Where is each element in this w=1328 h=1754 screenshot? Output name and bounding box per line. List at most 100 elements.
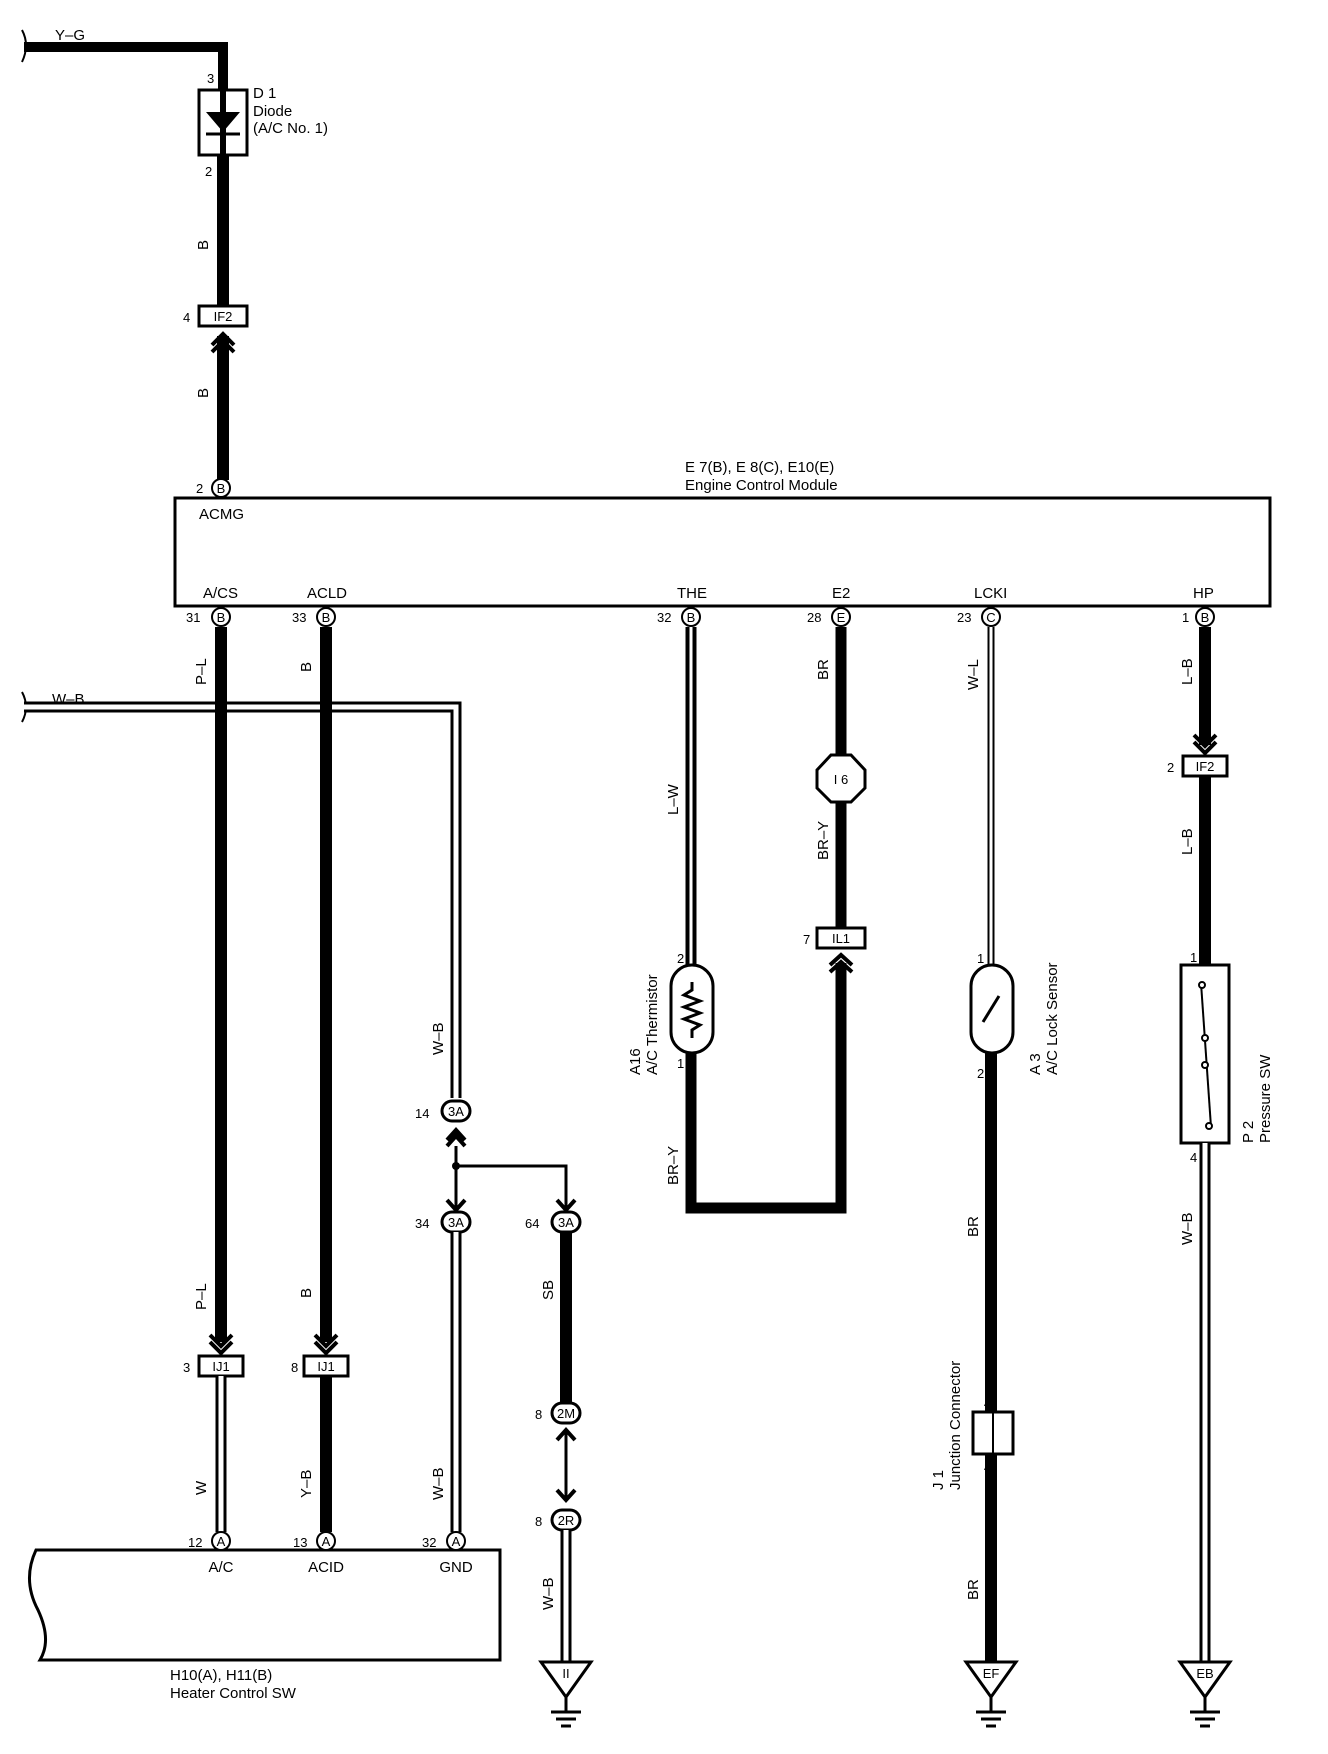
- svg-text:64: 64: [525, 1216, 539, 1231]
- svg-text:A: A: [217, 1534, 226, 1549]
- heater-control-switch: A 12 A/C A 13 ACID A 32 GND H10(A), H11(…: [27, 1531, 502, 1702]
- svg-text:IF2: IF2: [1196, 759, 1215, 774]
- svg-text:12: 12: [188, 1535, 202, 1550]
- svg-text:32: 32: [657, 610, 671, 625]
- connector-il1: [815, 926, 867, 950]
- wire-color-lw: L–W: [665, 783, 682, 815]
- wire-color-lb-lower: L–B: [1179, 828, 1196, 855]
- svg-text:1: 1: [977, 951, 984, 966]
- svg-text:B: B: [1201, 610, 1210, 625]
- wire-color-b-acld-upper: B: [298, 662, 315, 672]
- svg-text:B: B: [687, 610, 696, 625]
- svg-text:3: 3: [183, 1360, 190, 1375]
- svg-text:8: 8: [535, 1407, 542, 1422]
- wire-color-yg: Y–G: [55, 27, 85, 44]
- svg-text:31: 31: [186, 610, 200, 625]
- acs-circuit: P–L P–L IJ1 3 W: [183, 627, 245, 1532]
- ground-eb: EB: [1177, 1660, 1233, 1728]
- a3-name: A/C Lock Sensor: [1044, 962, 1061, 1075]
- svg-text:B: B: [322, 610, 331, 625]
- svg-text:23: 23: [957, 610, 971, 625]
- d1-name: Diode: [253, 103, 292, 120]
- connector-i6: I 6: [815, 753, 867, 804]
- pin-acs-name: A/CS: [203, 585, 238, 602]
- pin-acmg-name: ACMG: [199, 506, 244, 523]
- wire-color-wb-p2: W–B: [1179, 1212, 1196, 1245]
- p2-ref: P 2: [1240, 1121, 1257, 1143]
- pin-e2-name: E2: [832, 585, 850, 602]
- junction-dot: [452, 1162, 460, 1170]
- svg-text:II: II: [562, 1666, 569, 1681]
- pin-lcki: C 23: [957, 607, 1001, 627]
- ground-ii: II: [538, 1660, 594, 1728]
- d1-pin-in: 3: [207, 71, 214, 86]
- resistor-symbol: [679, 982, 705, 1038]
- connector-3a-34: 3A 34: [415, 1210, 472, 1234]
- svg-text:IL1: IL1: [832, 931, 850, 946]
- ground-ef: EF: [963, 1660, 1019, 1728]
- p2-name: Pressure SW: [1257, 1054, 1274, 1143]
- pin-acmg-num: 2: [196, 481, 203, 496]
- svg-text:E: E: [837, 610, 846, 625]
- svg-text:C: C: [986, 610, 995, 625]
- svg-text:34: 34: [415, 1216, 429, 1231]
- pin-acld: B 33: [292, 607, 336, 627]
- connector-2r: 2R 8: [535, 1508, 582, 1532]
- pin-acmg: [211, 478, 231, 498]
- wire-color-wl: W–L: [965, 659, 982, 690]
- wire-color-wb-ii: W–B: [540, 1577, 557, 1610]
- wire-color-b1: B: [195, 240, 212, 250]
- svg-text:1: 1: [677, 1056, 684, 1071]
- pin-the-name: THE: [677, 585, 707, 602]
- j1-ref: J 1: [930, 1470, 947, 1490]
- wire-color-pl-lower: P–L: [193, 1283, 210, 1310]
- svg-text:8: 8: [535, 1514, 542, 1529]
- wire-color-b-acld-lower: B: [298, 1288, 315, 1298]
- ecm-name: Engine Control Module: [685, 477, 838, 494]
- wire-color-w: W: [193, 1480, 210, 1495]
- diode-symbol: [206, 112, 240, 132]
- wire-color-bry-e2: BR–Y: [815, 821, 832, 860]
- pin-acld-name: ACLD: [307, 585, 347, 602]
- svg-text:33: 33: [292, 610, 306, 625]
- wire-color-pl-upper: P–L: [193, 658, 210, 685]
- svg-text:EF: EF: [983, 1666, 1000, 1681]
- pin-lcki-name: LCKI: [974, 585, 1007, 602]
- svg-text:8: 8: [291, 1360, 298, 1375]
- svg-text:IJ1: IJ1: [317, 1359, 334, 1374]
- svg-text:2M: 2M: [557, 1406, 575, 1421]
- pin-acmg-conn: B: [217, 481, 226, 496]
- d1-ref: D 1: [253, 85, 276, 102]
- svg-text:2: 2: [977, 1066, 984, 1081]
- d1-sub: (A/C No. 1): [253, 120, 328, 137]
- pin-hp: B 1: [1182, 607, 1215, 627]
- svg-text:32: 32: [422, 1535, 436, 1550]
- svg-text:3A: 3A: [448, 1215, 464, 1230]
- heater-ref: H10(A), H11(B): [170, 1667, 272, 1684]
- wire-color-br-j1-lower: BR: [965, 1579, 982, 1600]
- d1-pin-out: 2: [205, 164, 212, 179]
- j1-name: Junction Connector: [947, 1361, 964, 1490]
- thermistor-circuit: L–W 2 1 A16 A/C Thermistor BR–Y BR I 6 B…: [627, 627, 867, 1214]
- svg-text:13: 13: [293, 1535, 307, 1550]
- svg-text:EB: EB: [1196, 1666, 1213, 1681]
- svg-text:A: A: [322, 1534, 331, 1549]
- svg-text:2: 2: [1167, 760, 1174, 775]
- a16-ref: A16: [627, 1048, 644, 1075]
- svg-text:3A: 3A: [448, 1104, 464, 1119]
- pin-acs: B 31: [186, 607, 231, 627]
- wb-feed: W–B W–B: [21, 691, 462, 1098]
- acld-circuit: B B IJ1 8 Y–B: [291, 627, 350, 1532]
- connector-2m: 2M 8: [535, 1401, 582, 1425]
- svg-text:4: 4: [1190, 1150, 1197, 1165]
- heater-name: Heater Control SW: [170, 1685, 297, 1702]
- wire-color-sb: SB: [540, 1280, 557, 1300]
- acmg-circuit: Y–G 3 2 D 1 Diode (A/C No. 1) B IF2 4 B: [21, 27, 328, 480]
- if2-top-label: IF2: [214, 309, 233, 324]
- ecm-box: [173, 496, 1272, 608]
- svg-text:2R: 2R: [558, 1513, 575, 1528]
- wire-yg: [24, 42, 228, 90]
- wire-color-br-e2: BR: [815, 659, 832, 680]
- connector-if2-top: [197, 304, 249, 328]
